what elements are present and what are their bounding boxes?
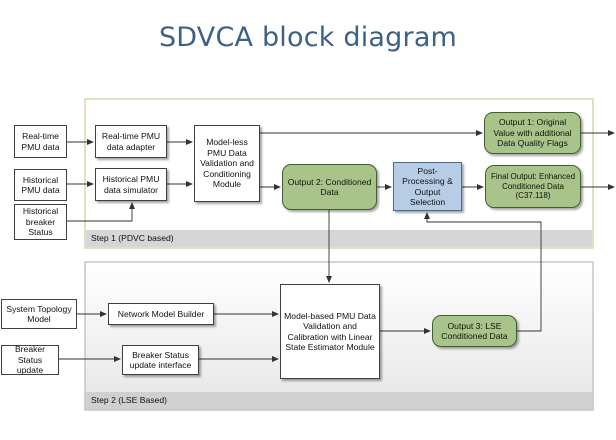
node-model-based-lse-module: Model-based PMU Data Validation and Cali… [280,284,380,379]
node-historical-pmu-simulator: Historical PMU data simulator [95,168,167,201]
arrow-output3-to-postproc [424,212,542,332]
node-postprocessing-output-selection: Post-Processing & Output Selection [393,162,462,211]
node-modelless-validation-module: Model-less PMU Data Validation and Condi… [194,125,260,202]
node-output1: Output 1: Original Value with additional… [484,112,581,154]
step2-label-bar [86,392,592,409]
step1-label-bar [86,230,592,247]
node-realtime-pmu-data: Real-time PMU data [14,125,67,158]
page-title: SDVCA block diagram [158,22,458,53]
arrow-breaker-to-simulator [67,202,135,222]
step1-label: Step 1 (PDVC based) [91,233,174,243]
node-system-topology-model: System Topology Model [1,299,77,329]
node-historical-breaker-status: Historical breaker Status [14,204,67,240]
node-historical-pmu-data: Historical PMU data [14,169,67,201]
node-output2-conditioned-data: Output 2: Conditioned Data [282,164,377,210]
node-realtime-pmu-adapter: Real-time PMU data adapter [95,125,167,158]
step2-label: Step 2 (LSE Based) [91,395,167,405]
node-breaker-status-update: Breaker Status update [1,344,59,375]
node-breaker-status-update-interface: Breaker Status update interface [122,345,199,375]
node-output3-lse-conditioned-data: Output 3: LSE Conditioned Data [432,315,517,347]
node-network-model-builder: Network Model Builder [108,303,214,325]
node-final-output: Final Output: Enhanced Conditioned Data … [485,165,581,208]
